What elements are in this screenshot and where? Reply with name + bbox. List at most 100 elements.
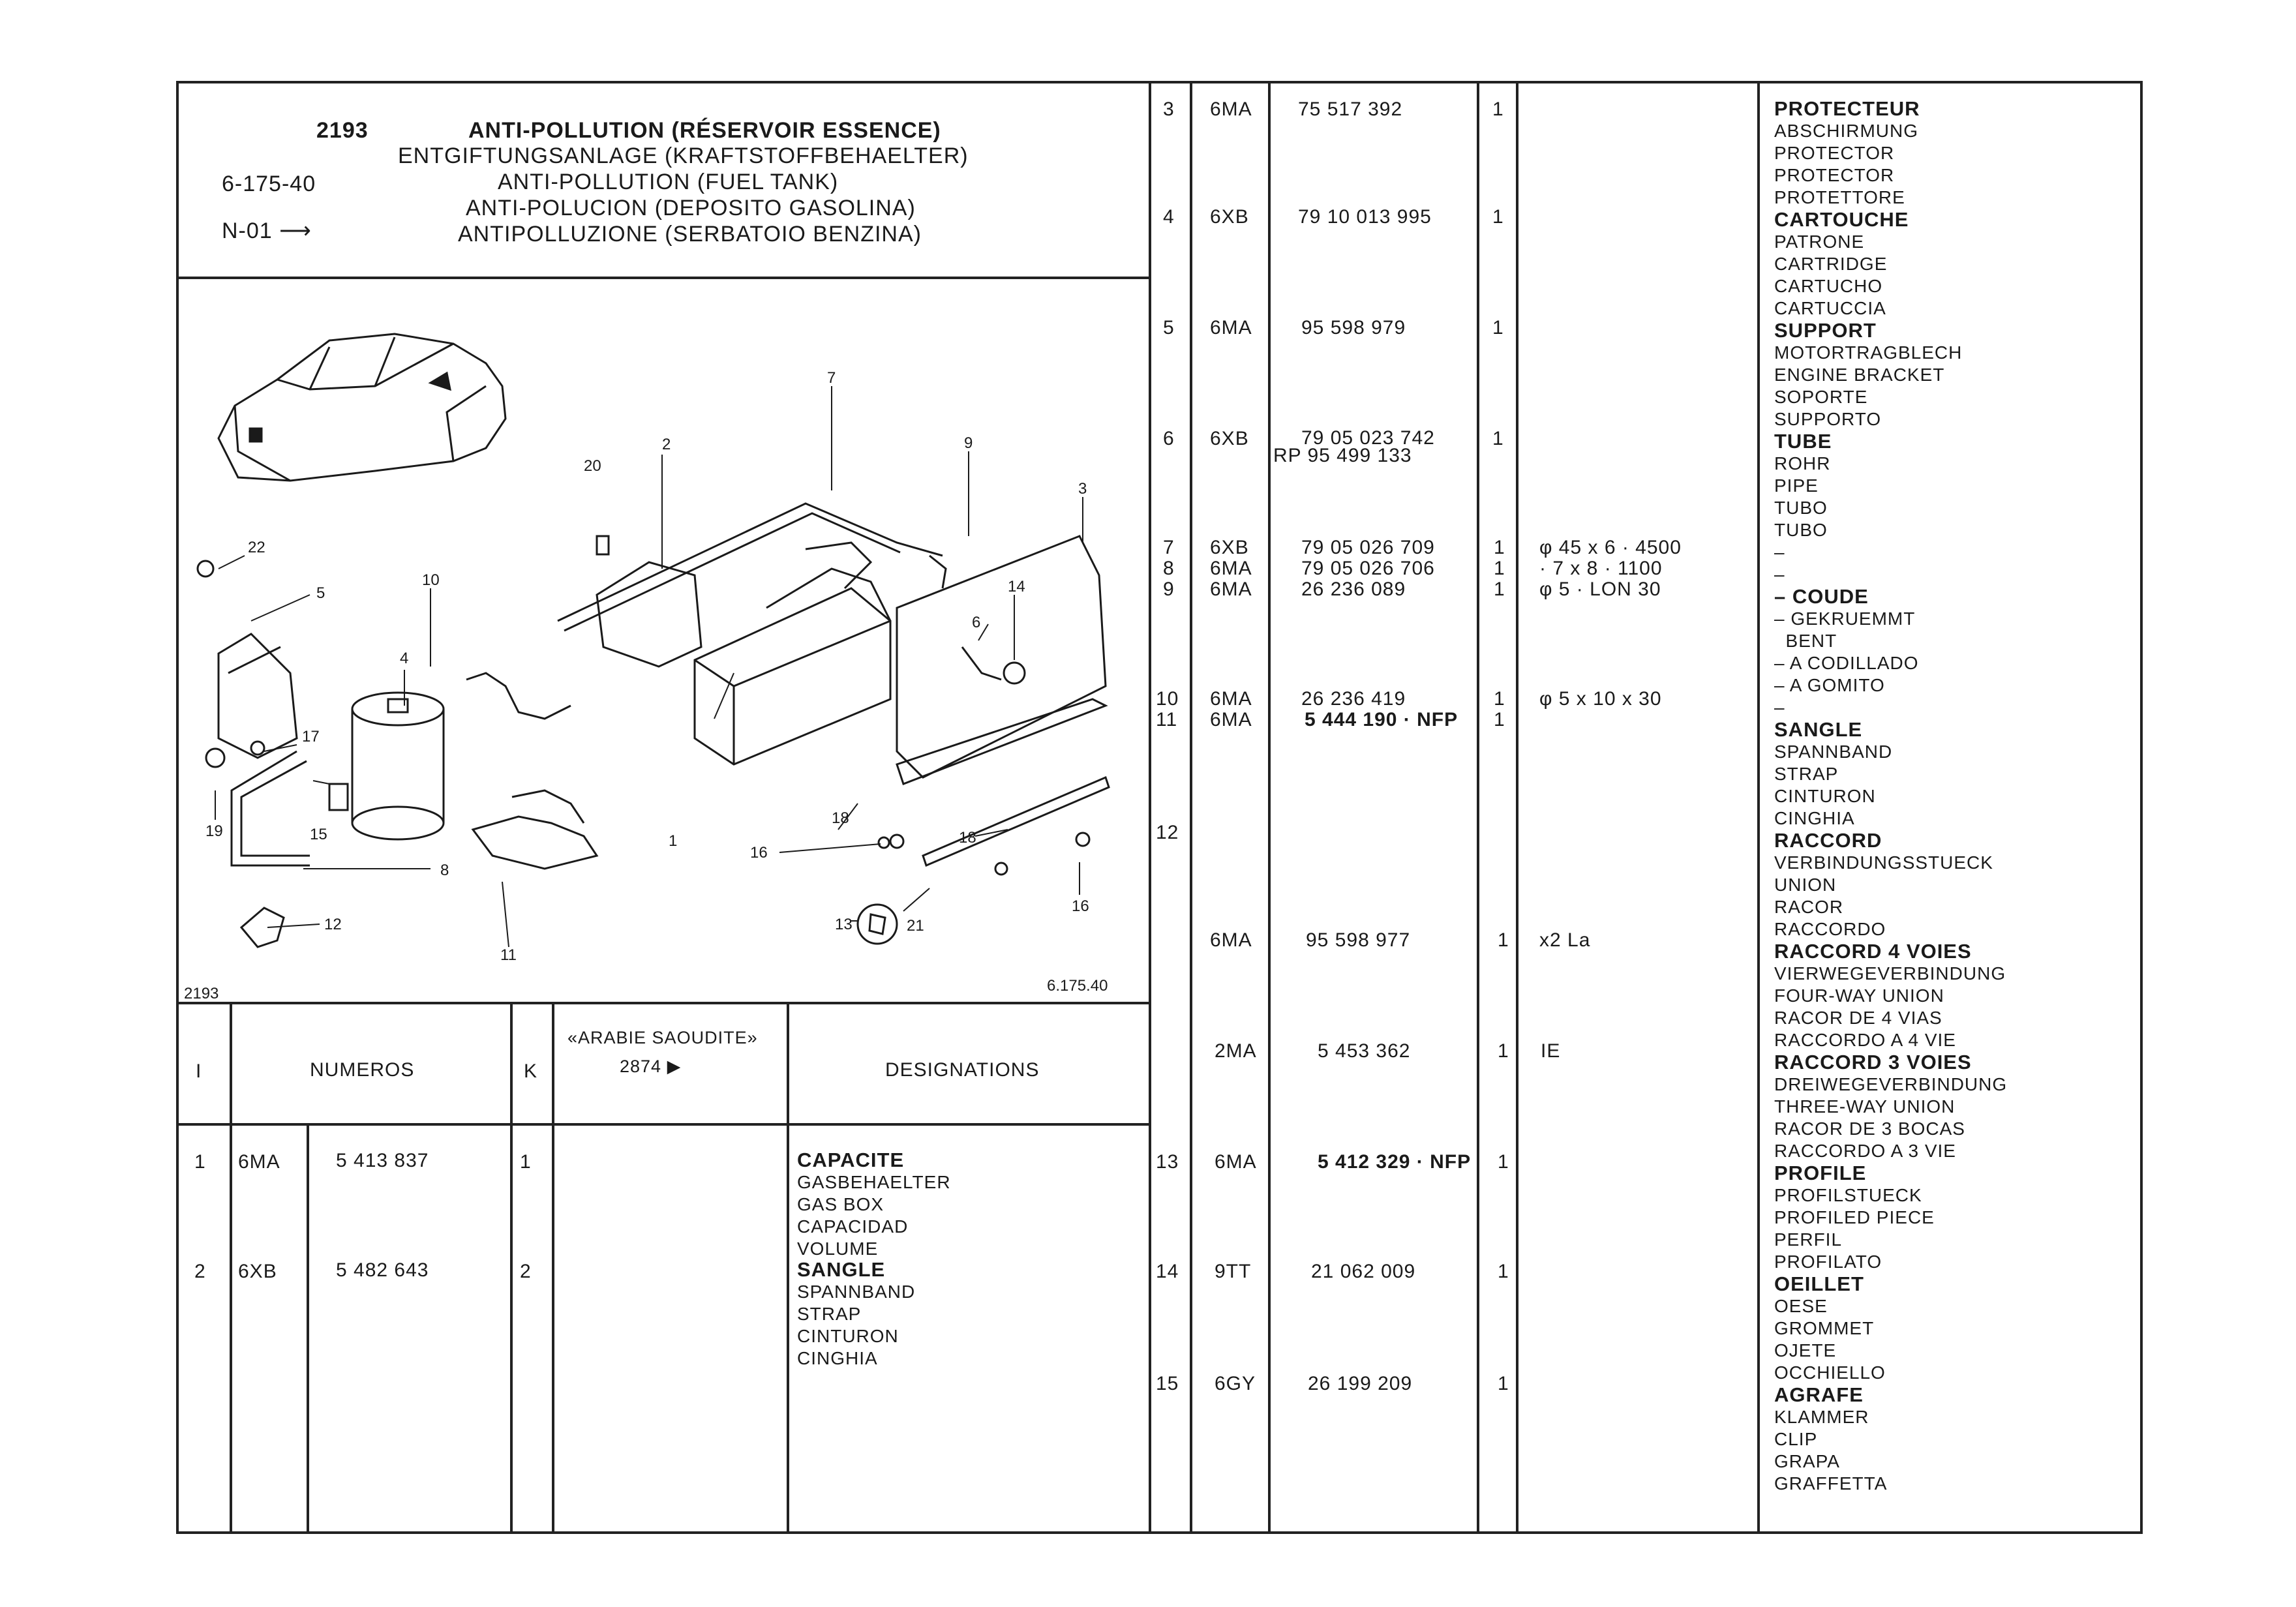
desig-line: GRAPA: [1774, 1451, 1840, 1471]
desig-group-agrafe: AGRAFE KLAMMER CLIP GRAPA GRAFFETTA: [1774, 1384, 2007, 1495]
r7-k: 1: [1494, 537, 1505, 558]
desig-line: PROTECTOR: [1774, 165, 1895, 185]
desig-line: CINGHIA: [797, 1348, 878, 1368]
r9-remark: φ 5 · LON 30: [1539, 578, 1661, 600]
r15-type: 6GY: [1215, 1373, 1256, 1394]
r9-k: 1: [1494, 578, 1505, 600]
col-line-5: [787, 1002, 789, 1534]
callout-11: 11: [500, 946, 517, 964]
desig-line: PERFIL: [1774, 1229, 1843, 1250]
title-fr: ANTI-POLLUTION (RÉSERVOIR ESSENCE): [468, 118, 941, 143]
col-line-4: [552, 1002, 554, 1534]
callout-19: 19: [205, 822, 223, 840]
desig-line: PIPE: [1774, 475, 1819, 496]
r3-k: 1: [1492, 98, 1504, 120]
r11-k: 1: [1494, 709, 1505, 730]
desig-group-coude: – COUDE – GEKRUEMMT BENT – A CODILLADO –…: [1774, 586, 2007, 719]
callout-12: 12: [324, 916, 342, 933]
r6-type: 6XB: [1210, 428, 1249, 449]
desig-title: RACCORD 4 VOIES: [1774, 940, 1972, 963]
desig-line: CINTURON: [797, 1326, 899, 1346]
r5-idx: 5: [1163, 317, 1175, 338]
r14-k: 1: [1498, 1261, 1509, 1282]
part-17: [250, 740, 265, 756]
r11-number: 5 444 190 · NFP: [1305, 709, 1458, 730]
group-number: 2193: [316, 118, 369, 143]
r12a-remark: x2 La: [1539, 929, 1591, 951]
col-line-3: [510, 1002, 513, 1534]
exploded-diagram: 1 2 3 4 5 6 7 8 9 10 11 12 13 14 15 16 1…: [196, 333, 1110, 964]
r13-number: 5 412 329 · NFP: [1318, 1151, 1472, 1173]
desig-line: ABSCHIRMUNG: [1774, 121, 1919, 141]
desig-title: SUPPORT: [1774, 319, 1877, 342]
desig-title: RACCORD: [1774, 829, 1882, 852]
desig-group-profile: PROFILE PROFILSTUECK PROFILED PIECE PERF…: [1774, 1162, 2007, 1273]
strap-part-2: [596, 561, 702, 668]
part-14: [1003, 661, 1026, 685]
desig-line: TUBO: [1774, 520, 1828, 540]
series-code: N-01 ⟶: [222, 220, 312, 242]
desig-line: BENT: [1774, 631, 1837, 651]
r3-number: 75 517 392: [1298, 98, 1403, 120]
desig-line: – GEKRUEMMT: [1774, 608, 1916, 629]
r6-number: 79 05 023 742: [1301, 427, 1435, 449]
bracket-part-3: [896, 535, 1107, 779]
canister-part-1: [693, 541, 892, 766]
row-number: 5 482 643: [336, 1259, 429, 1281]
callout-1: 1: [669, 832, 677, 850]
rcol-line-3: [1477, 83, 1479, 1534]
r9-idx: 9: [1163, 578, 1175, 600]
desig-line: CARTUCCIA: [1774, 298, 1886, 318]
r6-k: 1: [1492, 428, 1504, 449]
desig-line: PROFILED PIECE: [1774, 1207, 1935, 1227]
part-15: [328, 783, 349, 811]
divider-table-header: [179, 1123, 1150, 1126]
row-k: 2: [520, 1261, 532, 1282]
r7-remark: φ 45 x 6 · 4500: [1539, 537, 1682, 558]
r10-idx: 10: [1156, 688, 1179, 710]
row-type: 6MA: [238, 1151, 280, 1173]
desig-line: KLAMMER: [1774, 1407, 1869, 1427]
arrow-right-icon: ⟶: [279, 218, 312, 243]
r5-number: 95 598 979: [1301, 317, 1406, 338]
r12b-number: 5 453 362: [1318, 1040, 1411, 1062]
desig-title: SANGLE: [1774, 718, 1863, 741]
desig-line: SPANNBAND: [797, 1282, 916, 1302]
desig-title: RACCORD 3 VOIES: [1774, 1051, 1972, 1074]
r12-idx: 12: [1156, 822, 1179, 843]
r14-number: 21 062 009: [1311, 1261, 1416, 1282]
r10-number: 26 236 419: [1301, 688, 1406, 710]
callout-20: 20: [584, 457, 601, 475]
clip-part-22: [196, 560, 215, 578]
r10-k: 1: [1494, 688, 1505, 710]
desig-line: PROFILSTUECK: [1774, 1185, 1922, 1205]
desig-line: CINTURON: [1774, 786, 1876, 806]
r12a-k: 1: [1498, 929, 1509, 951]
r3-type: 6MA: [1210, 98, 1252, 120]
cartridge-part-4: [351, 691, 445, 841]
r6-idx: 6: [1163, 428, 1175, 449]
callout-15: 15: [310, 826, 327, 843]
title-es: ANTI-POLUCION (DEPOSITO GASOLINA): [466, 196, 916, 220]
desig-title: – COUDE: [1774, 585, 1869, 608]
r15-k: 1: [1498, 1373, 1509, 1394]
part-18a: [889, 834, 905, 849]
desig-line: OESE: [1774, 1296, 1828, 1316]
r3-idx: 3: [1163, 98, 1175, 120]
r6-number2: RP 95 499 133: [1273, 445, 1412, 466]
r4-type: 6XB: [1210, 206, 1249, 228]
callout-16a: 16: [750, 844, 768, 862]
desig-line: FOUR-WAY UNION: [1774, 985, 1944, 1006]
r7-number: 79 05 026 709: [1301, 537, 1435, 558]
th-market: «ARABIE SAOUDITE»: [567, 1028, 758, 1047]
r14-type: 9TT: [1215, 1261, 1252, 1282]
r12a-type: 6MA: [1210, 929, 1252, 951]
r10-remark: φ 5 x 10 x 30: [1539, 688, 1662, 710]
callout-18a: 18: [832, 809, 849, 827]
r12a-number: 95 598 977: [1306, 929, 1411, 951]
desig-line: OJETE: [1774, 1340, 1837, 1360]
desig-line: ROHR: [1774, 453, 1831, 473]
desig-line: PROFILATO: [1774, 1252, 1882, 1272]
desig-title: SANGLE: [797, 1258, 886, 1281]
th-numbers: NUMEROS: [310, 1059, 415, 1081]
